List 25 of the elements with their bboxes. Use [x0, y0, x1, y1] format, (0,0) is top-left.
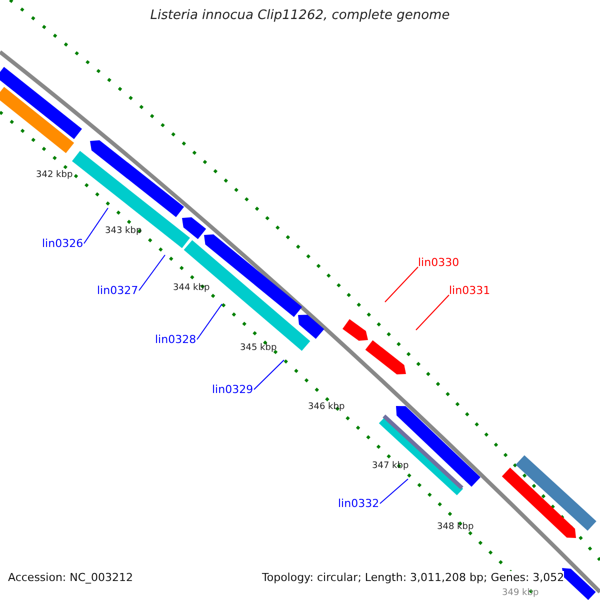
- scale-label: 349 kbp: [502, 588, 539, 598]
- gene-label: lin0332: [338, 497, 380, 510]
- leader-line: [196, 304, 222, 340]
- scale-label: 342 kbp: [36, 170, 73, 180]
- scale-label: 347 kbp: [372, 461, 409, 471]
- leader-line: [384, 266, 418, 302]
- accession-text: Accession: NC_003212: [8, 571, 134, 584]
- scale-label: 343 kbp: [105, 226, 142, 236]
- gene-label: lin0328: [155, 333, 196, 346]
- leader-line: [254, 360, 284, 390]
- scale-label: 344 kbp: [173, 283, 210, 293]
- leader-line: [138, 254, 166, 291]
- gene-label: lin0327: [97, 284, 138, 297]
- leader-line: [416, 294, 450, 330]
- scale-label: 348 kbp: [437, 522, 474, 532]
- scale-label: 346 kbp: [308, 402, 345, 412]
- leader-line: [84, 208, 108, 244]
- gene-label: lin0326: [42, 237, 84, 250]
- title: Listeria innocua Clip11262, complete genome: [149, 8, 451, 23]
- scale-label: 345 kbp: [240, 343, 277, 353]
- genome-info-text: Topology: circular; Length: 3,011,208 bp; Genes: 3,052: [262, 571, 564, 584]
- gene-label: lin0329: [212, 383, 254, 396]
- leader-line: [380, 478, 408, 504]
- gene-label: lin0330: [418, 256, 460, 269]
- gene-label: lin0331: [449, 284, 490, 297]
